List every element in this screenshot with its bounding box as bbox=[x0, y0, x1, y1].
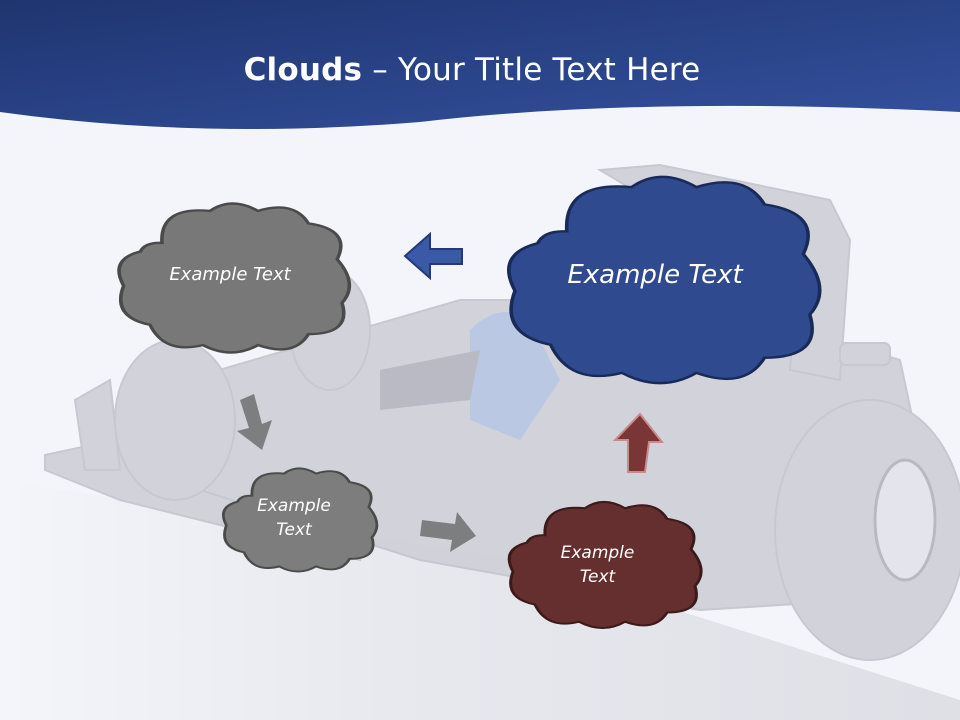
title-banner bbox=[0, 0, 960, 130]
arrow-down-icon bbox=[237, 394, 272, 450]
slide-title: Clouds – Your Title Text Here bbox=[0, 52, 944, 88]
cloud-3-text: Example Text bbox=[257, 496, 331, 540]
cloud-1-text: Example Text bbox=[169, 264, 291, 286]
arrow-right-icon bbox=[420, 512, 476, 552]
title-bold: Clouds bbox=[243, 52, 363, 88]
title-separator: – bbox=[362, 52, 398, 88]
cloud-4-text: Example Text bbox=[560, 543, 635, 587]
cloud-2-text: Example Text bbox=[567, 259, 743, 290]
arrow-up-icon bbox=[612, 412, 665, 473]
arrow-left-icon bbox=[403, 231, 463, 281]
title-text: Your Title Text Here bbox=[398, 52, 701, 88]
